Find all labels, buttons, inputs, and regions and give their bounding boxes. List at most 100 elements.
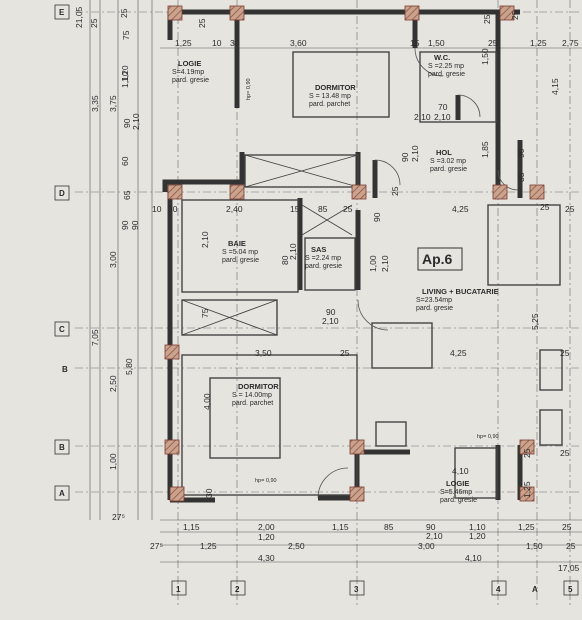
dim-bottom1-10: 25 bbox=[562, 522, 572, 532]
dim-mid-8: 80 bbox=[280, 255, 290, 265]
room-name-baie: BAIE bbox=[228, 239, 246, 248]
room-floor-logie-bottom: pard. gresie bbox=[440, 497, 477, 504]
dim-top-1: 10 bbox=[212, 38, 222, 48]
dim-mid-25: 35 bbox=[516, 172, 526, 182]
dim-left-14: 7,05 bbox=[90, 329, 100, 346]
dim-mid-3: 25 bbox=[343, 204, 353, 214]
dim-mid-22: 1,85 bbox=[480, 141, 490, 158]
dim-bottom2-3: 3,00 bbox=[418, 541, 435, 551]
room-name-logie-bottom: LOGIE bbox=[446, 479, 469, 488]
room-area-sas: S =2.24 mp bbox=[305, 255, 341, 262]
room-floor-dormitor-top: pard. parchet bbox=[309, 101, 350, 108]
dim-mid-5: 10 bbox=[152, 204, 162, 214]
dim-mid-21: 2,10 bbox=[434, 112, 451, 122]
thin-walls bbox=[181, 51, 563, 499]
dim-mid-28: 90 bbox=[372, 212, 382, 222]
dim-bottom1-3: 1,15 bbox=[332, 522, 349, 532]
dim-mid-17: 2,10 bbox=[322, 316, 339, 326]
axis-row-b-3: B bbox=[62, 365, 68, 374]
dim-left-8: 90 bbox=[122, 118, 132, 128]
dim-mid-23: 90 bbox=[400, 152, 410, 162]
dim-mid-15: 4,25 bbox=[450, 348, 467, 358]
dim-top-7: 1,25 bbox=[530, 38, 547, 48]
window-height-note-1: hp= 0,90 bbox=[477, 434, 499, 440]
axis-col-4-3: 4 bbox=[496, 585, 501, 594]
dim-mid-36: 1,25 bbox=[522, 481, 532, 498]
door-swings bbox=[317, 47, 519, 499]
dim-mid-19: 4,10 bbox=[452, 466, 469, 476]
room-area-living: S=23.54mp bbox=[416, 297, 452, 304]
dim-mid-9: 2,10 bbox=[288, 243, 298, 260]
axis-row-c-2: C bbox=[59, 325, 65, 334]
dim-left-11: 90 bbox=[120, 220, 130, 230]
window-height-note-2: hp= 0,90 bbox=[255, 478, 277, 484]
room-area-dormitor-bottom: S = 14.00mp bbox=[232, 392, 272, 399]
dim-bottom1-8: 1,20 bbox=[469, 531, 486, 541]
dim-top-small-2: 25 bbox=[510, 10, 520, 20]
room-area-logie-top: S=4.19mp bbox=[172, 69, 204, 76]
dim-bottom1-7: 1,10 bbox=[469, 522, 486, 532]
dim-top-3: 3,60 bbox=[290, 38, 307, 48]
dim-top-small-1: 25 bbox=[482, 14, 492, 24]
dim-mid-0: 2,40 bbox=[226, 204, 243, 214]
room-name-wc: W.C. bbox=[434, 53, 450, 62]
room-floor-wc: pard. gresie bbox=[428, 71, 465, 78]
dim-mid-30: 1,50 bbox=[480, 48, 490, 65]
window-height-note-0: hp= 0,90 bbox=[246, 78, 252, 100]
dim-mid-16: 90 bbox=[326, 307, 336, 317]
axis-col-1-0: 1 bbox=[176, 585, 181, 594]
room-area-hol: S =3.02 mp bbox=[430, 158, 466, 165]
apartment-label: Ap.6 bbox=[422, 251, 453, 267]
room-floor-hol: pard. gresie bbox=[430, 166, 467, 173]
walls bbox=[162, 9, 523, 503]
dim-top-5: 1,50 bbox=[428, 38, 445, 48]
dim-bottom1-9: 1,25 bbox=[518, 522, 535, 532]
dim-mid-32: 5,25 bbox=[530, 313, 540, 330]
dim-left-17: 1,00 bbox=[108, 453, 118, 470]
apartment-label-box bbox=[417, 247, 463, 271]
room-floor-sas: pard. gresie bbox=[305, 263, 342, 270]
dim-mid-2: 85 bbox=[318, 204, 328, 214]
dim-mid-4: 4,25 bbox=[452, 204, 469, 214]
dim-mid-26: 90 bbox=[516, 148, 526, 158]
dim-bottom3-0: 4,30 bbox=[258, 553, 275, 563]
room-name-logie-top: LOGIE bbox=[178, 59, 201, 68]
dim-bottom2-5: 25 bbox=[566, 541, 576, 551]
dim-top-small-3: 25 bbox=[119, 8, 129, 18]
dim-bottom1-0: 1,15 bbox=[183, 522, 200, 532]
dim-mid-29: 2,10 bbox=[414, 112, 431, 122]
room-floor-baie: pard. gresie bbox=[222, 257, 259, 264]
room-area-baie: S =5.04 mp bbox=[222, 249, 258, 256]
dim-left-15: 2,50 bbox=[108, 375, 118, 392]
dim-top-8: 2,75 bbox=[562, 38, 579, 48]
dim-bottom1-2: 1,20 bbox=[258, 532, 275, 542]
axis-row-a-5: A bbox=[59, 489, 65, 498]
room-area-wc: S =2.25 mp bbox=[428, 63, 464, 70]
dim-bottom3-2: 17,05 bbox=[558, 563, 580, 573]
cross-marks bbox=[181, 154, 359, 336]
room-floor-dormitor-bottom: pard. parchet bbox=[232, 400, 273, 407]
dim-mid-27: 25 bbox=[390, 186, 400, 196]
dim-mid-7: 2,10 bbox=[200, 231, 210, 248]
dim-left-1: 25 bbox=[89, 18, 99, 28]
room-area-dormitor-top: S = 13.48 mp bbox=[309, 93, 351, 100]
dim-left-16: 5,80 bbox=[124, 358, 134, 375]
dim-top-small-4: 25 bbox=[540, 202, 550, 212]
axis-row-b-4: B bbox=[59, 443, 65, 452]
dim-left-5: 3,35 bbox=[90, 95, 100, 112]
axis-markers bbox=[54, 4, 579, 596]
dim-mid-31: 4,15 bbox=[550, 78, 560, 95]
dim-bottom1-4: 85 bbox=[384, 522, 394, 532]
dim-top-6: 25 bbox=[488, 38, 498, 48]
dim-bottom3-1: 4,10 bbox=[465, 553, 482, 563]
dim-mid-6: 30 bbox=[168, 204, 178, 214]
dim-left-12: 90 bbox=[130, 220, 140, 230]
dim-bottom1-1: 2,00 bbox=[258, 522, 275, 532]
dim-left-18: 27⁵ bbox=[112, 512, 125, 522]
dim-left-13: 3,00 bbox=[108, 251, 118, 268]
dim-mid-10: 1,00 bbox=[368, 255, 378, 272]
axis-col-5-5: 5 bbox=[568, 585, 573, 594]
room-area-logie-bottom: S=5.46mp bbox=[440, 489, 472, 496]
dim-mid-12: 75 bbox=[200, 308, 210, 318]
